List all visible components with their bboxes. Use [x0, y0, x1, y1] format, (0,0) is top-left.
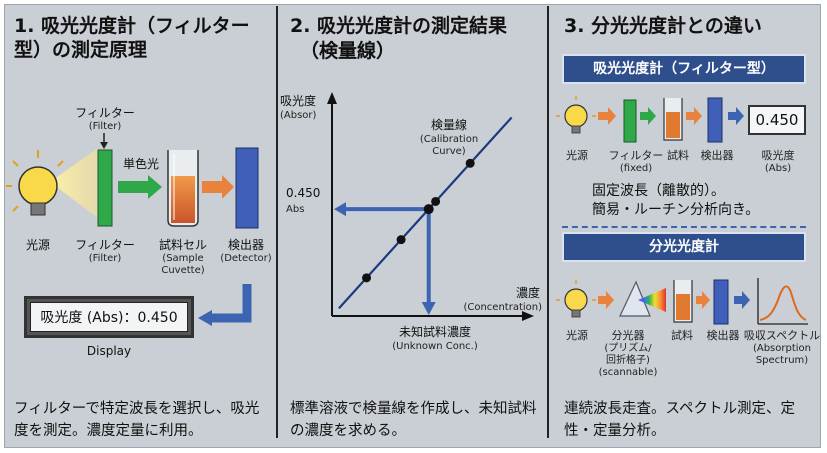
- panel1-title: 1. 吸光光度計（フィルター型）の測定原理: [14, 15, 250, 61]
- y-axis-sub: (Absor): [280, 110, 317, 121]
- sample-cuvette: [663, 98, 683, 141]
- label-abs: 吸光度: [761, 149, 795, 162]
- standard-point-1: [362, 273, 372, 283]
- reading-x-arrowhead: [421, 302, 436, 315]
- cell-label: 試料セル: [158, 238, 207, 252]
- spectrum-graph-icon: [757, 278, 808, 325]
- detector-block: [707, 97, 723, 143]
- arrow: [598, 291, 614, 309]
- reading-y-arrowhead: [334, 202, 346, 217]
- x-axis-sub: (Concentration): [463, 302, 542, 313]
- label-light-2: 光源: [566, 329, 588, 342]
- filter-block: [97, 149, 113, 227]
- label-light: 光源: [566, 149, 588, 162]
- panel3-caption: 連続波長走査。スペクトル測定、定性・定量分析。: [564, 401, 795, 439]
- light-bulb-icon: [556, 280, 596, 318]
- mono-light-label: 単色光: [122, 157, 159, 171]
- cuvette-to-detector-arrow: [202, 175, 234, 199]
- light-source-label: 光源: [25, 238, 50, 252]
- cell-sub-1: (Sample: [162, 253, 204, 264]
- x-axis-label: 濃度: [515, 286, 540, 300]
- label-spectrum-sub-2: Spectrum): [755, 355, 809, 366]
- detector-sub: (Detector): [220, 253, 272, 264]
- section-separator: [562, 226, 806, 228]
- unknown-conc-label: 未知試料濃度: [398, 325, 471, 339]
- filter-type-desc-1: 固定波長（離散的）。: [592, 183, 725, 199]
- sample-cuvette: [673, 280, 693, 323]
- filter-type-desc-2: 簡易・ルーチン分析向き。: [592, 202, 760, 218]
- light-beam: [50, 148, 98, 218]
- unknown-conc-sub: (Unknown Conc.): [392, 341, 478, 352]
- filter-top-label: フィルター: [75, 106, 135, 120]
- label-sample: 試料: [667, 149, 689, 162]
- panel-divider-1: [276, 6, 278, 438]
- panel2-title-line1: 2. 吸光光度計の測定結果: [290, 15, 508, 37]
- label-detector-2: 検出器: [706, 329, 740, 342]
- dispersed-spectrum: [638, 288, 666, 312]
- label-mono-sub-1: (プリズム/: [604, 343, 652, 354]
- standard-point-3: [431, 196, 441, 206]
- calibration-chart: [327, 92, 534, 321]
- label-mono-sub-3: (scannable): [598, 367, 658, 378]
- arrow: [734, 291, 750, 309]
- detector-to-display-arrow: [198, 284, 252, 326]
- filter-block: [623, 99, 637, 143]
- label-mono-sub-2: 回折格子): [606, 355, 650, 366]
- reading-arrows: [334, 202, 436, 315]
- label-spectrum-sub-1: (Absorption: [752, 343, 812, 354]
- label-filter: フィルター: [608, 149, 664, 162]
- banner-spectrophotometer: 分光光度計: [562, 232, 806, 262]
- filter-type-flow: [556, 96, 744, 143]
- abs-readout-box: 0.450: [748, 105, 806, 135]
- curve-sub-1: (Calibration: [419, 134, 479, 145]
- display-bezel: 吸光度 (Abs)：0.450: [24, 296, 194, 338]
- mono-light-arrow: [118, 175, 162, 199]
- label-sample-2: 試料: [671, 329, 693, 342]
- standard-point-4: [465, 158, 475, 168]
- arrow: [640, 107, 656, 125]
- detector-block: [713, 279, 729, 325]
- cell-sub-2: Cuvette): [161, 265, 205, 276]
- light-bulb-icon: [6, 150, 64, 216]
- light-bulb-icon: [556, 96, 596, 134]
- panel-divider-2: [547, 6, 549, 438]
- detector-label: 検出器: [227, 238, 264, 252]
- curve-sub-2: Curve): [432, 146, 466, 157]
- display-label: Display: [86, 344, 132, 358]
- panel2-title-line2: （検量線）: [300, 40, 396, 62]
- panel1-caption: フィルターで特定波長を選択し、吸光度を測定。濃度定量に利用。: [14, 401, 260, 439]
- spectrophotometer-flow: [556, 278, 808, 325]
- reading-y-unit: Abs: [286, 204, 305, 215]
- filter-label: フィルター: [75, 238, 135, 252]
- filter-sub: (Filter): [88, 253, 122, 264]
- detector-block: [235, 147, 259, 229]
- panel3-title: 3. 分光光度計との違い: [564, 15, 762, 37]
- label-spectrum: 吸収スペクトル: [743, 329, 821, 342]
- reading-y-label: 0.450: [286, 186, 321, 200]
- arrow: [696, 291, 710, 309]
- label-detector: 検出器: [700, 149, 734, 162]
- sample-cuvette: [167, 150, 199, 227]
- panel1-diagram: [6, 133, 259, 326]
- y-axis: [327, 92, 337, 316]
- label-filter-sub: (fixed): [619, 163, 653, 174]
- arrow: [598, 107, 616, 125]
- filter-top-sub: (Filter): [88, 121, 122, 132]
- standard-point-2: [396, 235, 406, 245]
- curve-label: 検量線: [430, 118, 467, 132]
- banner-filter-type: 吸光光度計（フィルター型）: [562, 54, 806, 84]
- display-screen: 吸光度 (Abs)：0.450: [30, 302, 188, 332]
- x-axis: [332, 311, 534, 321]
- label-mono: 分光器: [611, 329, 645, 342]
- label-abs-sub: (Abs): [764, 163, 792, 174]
- unknown-sample-point: [423, 204, 434, 215]
- y-axis-label: 吸光度: [280, 94, 317, 108]
- arrow: [728, 107, 744, 125]
- panel2-caption: 標準溶液で検量線を作成し、未知試料の濃度を求める。: [290, 401, 537, 439]
- arrow: [686, 107, 702, 125]
